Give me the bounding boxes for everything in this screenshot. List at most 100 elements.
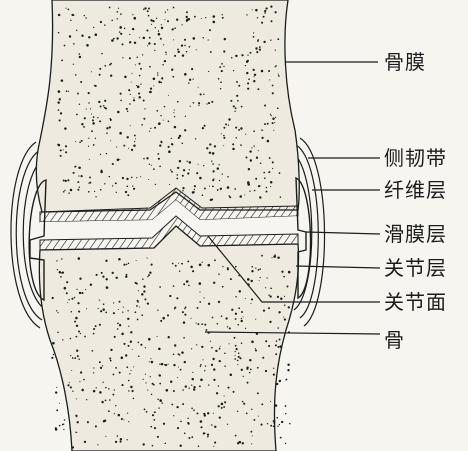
texture-dot <box>128 148 129 149</box>
texture-dot <box>235 137 237 139</box>
texture-dot <box>199 282 202 285</box>
texture-dot <box>121 357 124 360</box>
texture-dot <box>161 27 163 29</box>
texture-dot <box>99 68 101 70</box>
texture-dot <box>151 165 152 166</box>
texture-dot <box>164 364 166 366</box>
texture-dot <box>241 369 243 371</box>
texture-dot <box>158 33 161 36</box>
texture-dot <box>77 355 79 357</box>
texture-dot <box>118 414 121 417</box>
texture-dot <box>177 174 179 176</box>
texture-dot <box>173 364 175 366</box>
texture-dot <box>191 384 192 385</box>
texture-dot <box>258 416 259 417</box>
texture-dot <box>223 145 224 146</box>
texture-dot <box>174 55 176 57</box>
texture-dot <box>129 57 131 59</box>
texture-dot <box>255 178 257 180</box>
texture-dot <box>260 163 262 165</box>
texture-dot <box>174 116 175 117</box>
texture-dot <box>114 389 115 390</box>
texture-dot <box>188 82 189 83</box>
texture-dot <box>232 143 234 145</box>
texture-dot <box>264 12 266 14</box>
texture-dot <box>94 191 95 192</box>
texture-dot <box>101 272 103 274</box>
texture-dot <box>147 10 149 12</box>
texture-dot <box>257 392 259 394</box>
texture-dot <box>76 398 77 399</box>
texture-dot <box>228 124 229 125</box>
texture-dot <box>96 387 97 388</box>
texture-dot <box>177 377 178 378</box>
texture-dot <box>99 120 101 122</box>
texture-dot <box>72 357 74 359</box>
texture-dot <box>259 46 261 48</box>
texture-dot <box>200 420 203 423</box>
texture-dot <box>81 292 83 294</box>
texture-dot <box>167 314 169 316</box>
texture-dot <box>131 177 133 179</box>
texture-dot <box>101 170 103 172</box>
texture-dot <box>157 72 158 73</box>
texture-dot <box>134 135 136 137</box>
texture-dot <box>208 264 211 267</box>
texture-dot <box>181 44 183 46</box>
texture-dot <box>174 307 176 309</box>
texture-dot <box>197 412 199 414</box>
texture-dot <box>230 373 233 376</box>
texture-dot <box>119 132 122 135</box>
texture-dot <box>143 9 145 11</box>
texture-dot <box>109 7 111 9</box>
texture-dot <box>156 18 157 19</box>
texture-dot <box>95 325 97 327</box>
texture-dot <box>52 342 55 345</box>
texture-dot <box>208 39 209 40</box>
texture-dot <box>91 71 92 72</box>
texture-dot <box>115 405 116 406</box>
texture-dot <box>255 349 257 351</box>
texture-dot <box>117 18 118 19</box>
texture-dot <box>59 403 60 404</box>
texture-dot <box>265 370 267 372</box>
texture-dot <box>172 76 174 78</box>
texture-dot <box>122 43 124 45</box>
texture-dot <box>245 298 246 299</box>
texture-dot <box>149 66 151 68</box>
texture-dot <box>143 118 145 120</box>
texture-dot <box>64 190 65 191</box>
texture-dot <box>241 342 243 344</box>
texture-dot <box>104 183 105 184</box>
texture-dot <box>267 140 270 143</box>
texture-dot <box>167 20 169 22</box>
texture-dot <box>152 414 154 416</box>
texture-dot <box>233 391 235 393</box>
texture-dot <box>152 20 154 22</box>
texture-dot <box>67 179 69 181</box>
texture-dot <box>166 54 167 55</box>
texture-dot <box>51 357 53 359</box>
texture-dot <box>253 32 254 33</box>
texture-dot <box>106 286 109 289</box>
texture-dot <box>277 426 278 427</box>
texture-dot <box>126 366 128 368</box>
texture-dot <box>93 390 96 393</box>
texture-dot <box>258 269 260 271</box>
texture-dot <box>280 297 282 299</box>
texture-dot <box>73 14 75 16</box>
texture-dot <box>93 333 95 335</box>
texture-dot <box>78 330 80 332</box>
texture-dot <box>91 130 93 132</box>
texture-dot <box>117 328 119 330</box>
texture-dot <box>93 27 94 28</box>
texture-dot <box>131 73 132 74</box>
texture-dot <box>173 353 175 355</box>
texture-dot <box>126 274 128 276</box>
texture-dot <box>135 311 137 313</box>
texture-dot <box>159 144 161 146</box>
texture-dot <box>128 89 130 91</box>
texture-dot <box>93 144 95 146</box>
texture-dot <box>95 425 97 427</box>
